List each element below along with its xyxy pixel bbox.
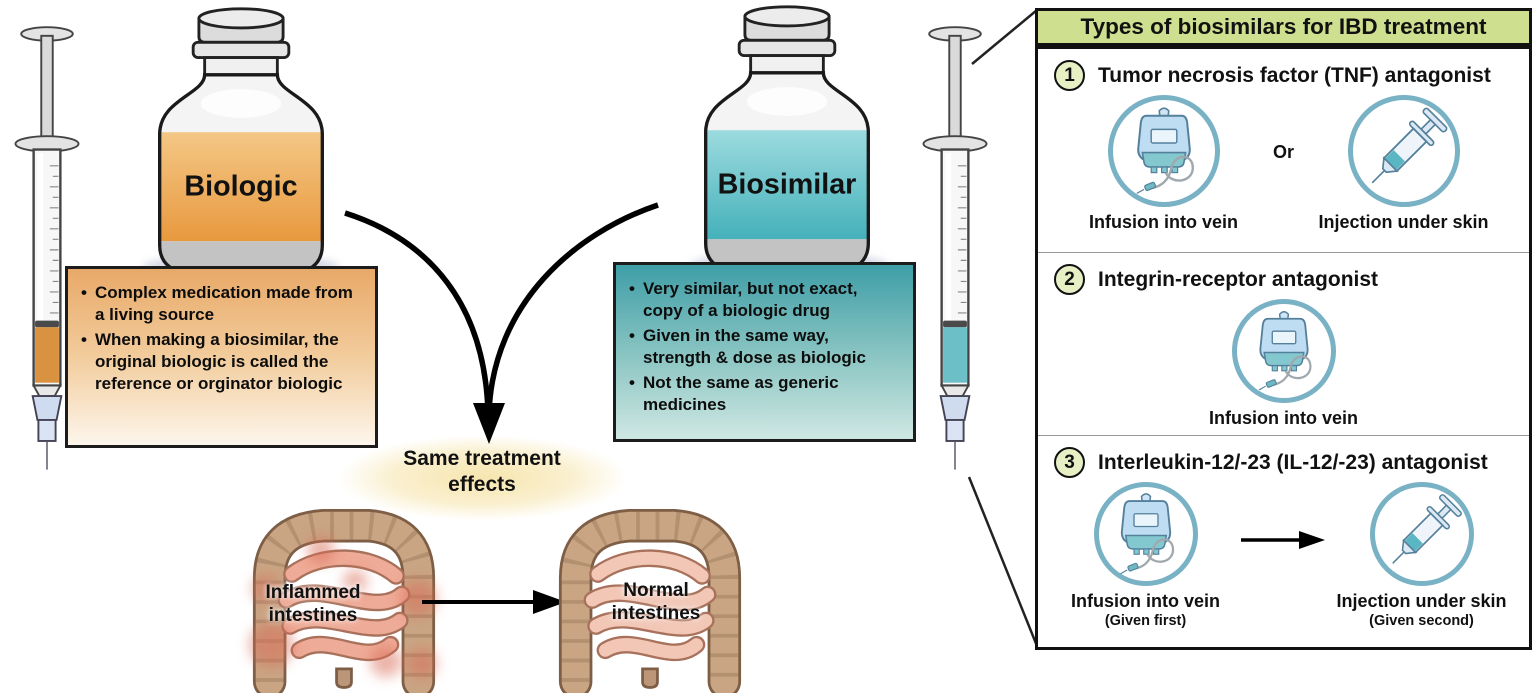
bullet-item: When making a biosimilar, the original b…: [80, 329, 363, 395]
icon-label: Infusion into vein: [1071, 591, 1220, 611]
icon-label: Injection under skin: [1336, 591, 1507, 611]
panel-section-integrin: 2 Integrin-receptor antagonist Infusion …: [1038, 252, 1529, 435]
panel-title: Types of biosimilars for IBD treatment: [1035, 8, 1532, 46]
section-number-badge: 2: [1054, 264, 1085, 295]
converging-arrows-illustration: [344, 202, 659, 444]
icon-label: Infusion into vein: [1209, 408, 1358, 428]
biosimilar-vial-label: Biosimilar: [718, 168, 857, 200]
syringe-icon: [1369, 482, 1474, 586]
section-title: Integrin-receptor antagonist: [1098, 267, 1379, 291]
biosimilar-types-panel: 1 Tumor necrosis factor (TNF) antagonist…: [1035, 46, 1532, 650]
section-title: Interleukin-12/-23 (IL-12/-23) antagonis…: [1098, 450, 1488, 474]
biosimilar-bullet-list: Very similar, but not exact, copy of a b…: [628, 278, 901, 417]
iv-bag-icon: [1093, 482, 1198, 586]
panel-section-interleukin: 3 Interleukin-12/-23 (IL-12/-23) antagon…: [1038, 435, 1529, 646]
icon-sublabel: (Given first): [1104, 613, 1187, 629]
sequence-arrow-icon: [1240, 482, 1327, 551]
icon-label: Injection under skin: [1318, 212, 1489, 232]
biologic-vial-illustration: Biologic: [158, 7, 324, 276]
iv-bag-icon: [1107, 95, 1220, 207]
biosimilar-info-box: Very similar, but not exact, copy of a b…: [613, 262, 916, 442]
treatment-arrow: [422, 590, 566, 614]
icon-sublabel: (Given second): [1369, 613, 1474, 629]
section-number-badge: 1: [1054, 60, 1085, 91]
or-connector-label: Or: [1272, 142, 1294, 162]
bullet-item: Given in the same way, strength & dose a…: [628, 325, 901, 369]
biologic-syringe-illustration: [14, 26, 80, 470]
inflamed-intestines-label: Inflammed intestines: [265, 582, 361, 626]
biologic-vial-label: Biologic: [184, 170, 297, 202]
panel-section-tnf: 1 Tumor necrosis factor (TNF) antagonist…: [1038, 49, 1529, 252]
bullet-item: Very similar, but not exact, copy of a b…: [628, 278, 901, 322]
biologic-bullet-list: Complex medication made from a living so…: [80, 282, 363, 395]
syringe-icon: [1347, 95, 1460, 207]
normal-intestines-illustration: [558, 509, 742, 693]
bullet-item: Complex medication made from a living so…: [80, 282, 363, 326]
biologic-info-box: Complex medication made from a living so…: [65, 266, 378, 448]
same-treatment-effects-label: Same treatment effects: [403, 447, 561, 497]
effect-glow: [340, 436, 625, 520]
normal-intestines-label: Normal intestines: [611, 580, 701, 624]
bullet-item: Not the same as generic medicines: [628, 372, 901, 416]
icon-label: Infusion into vein: [1089, 212, 1238, 232]
biosimilar-vial-illustration: Biosimilar: [704, 5, 870, 274]
section-number-badge: 3: [1054, 447, 1085, 478]
inflamed-intestines-illustration: [249, 509, 437, 693]
iv-bag-icon: [1231, 299, 1336, 403]
biosimilar-syringe-illustration: [922, 26, 988, 470]
section-title: Tumor necrosis factor (TNF) antagonist: [1098, 63, 1491, 87]
